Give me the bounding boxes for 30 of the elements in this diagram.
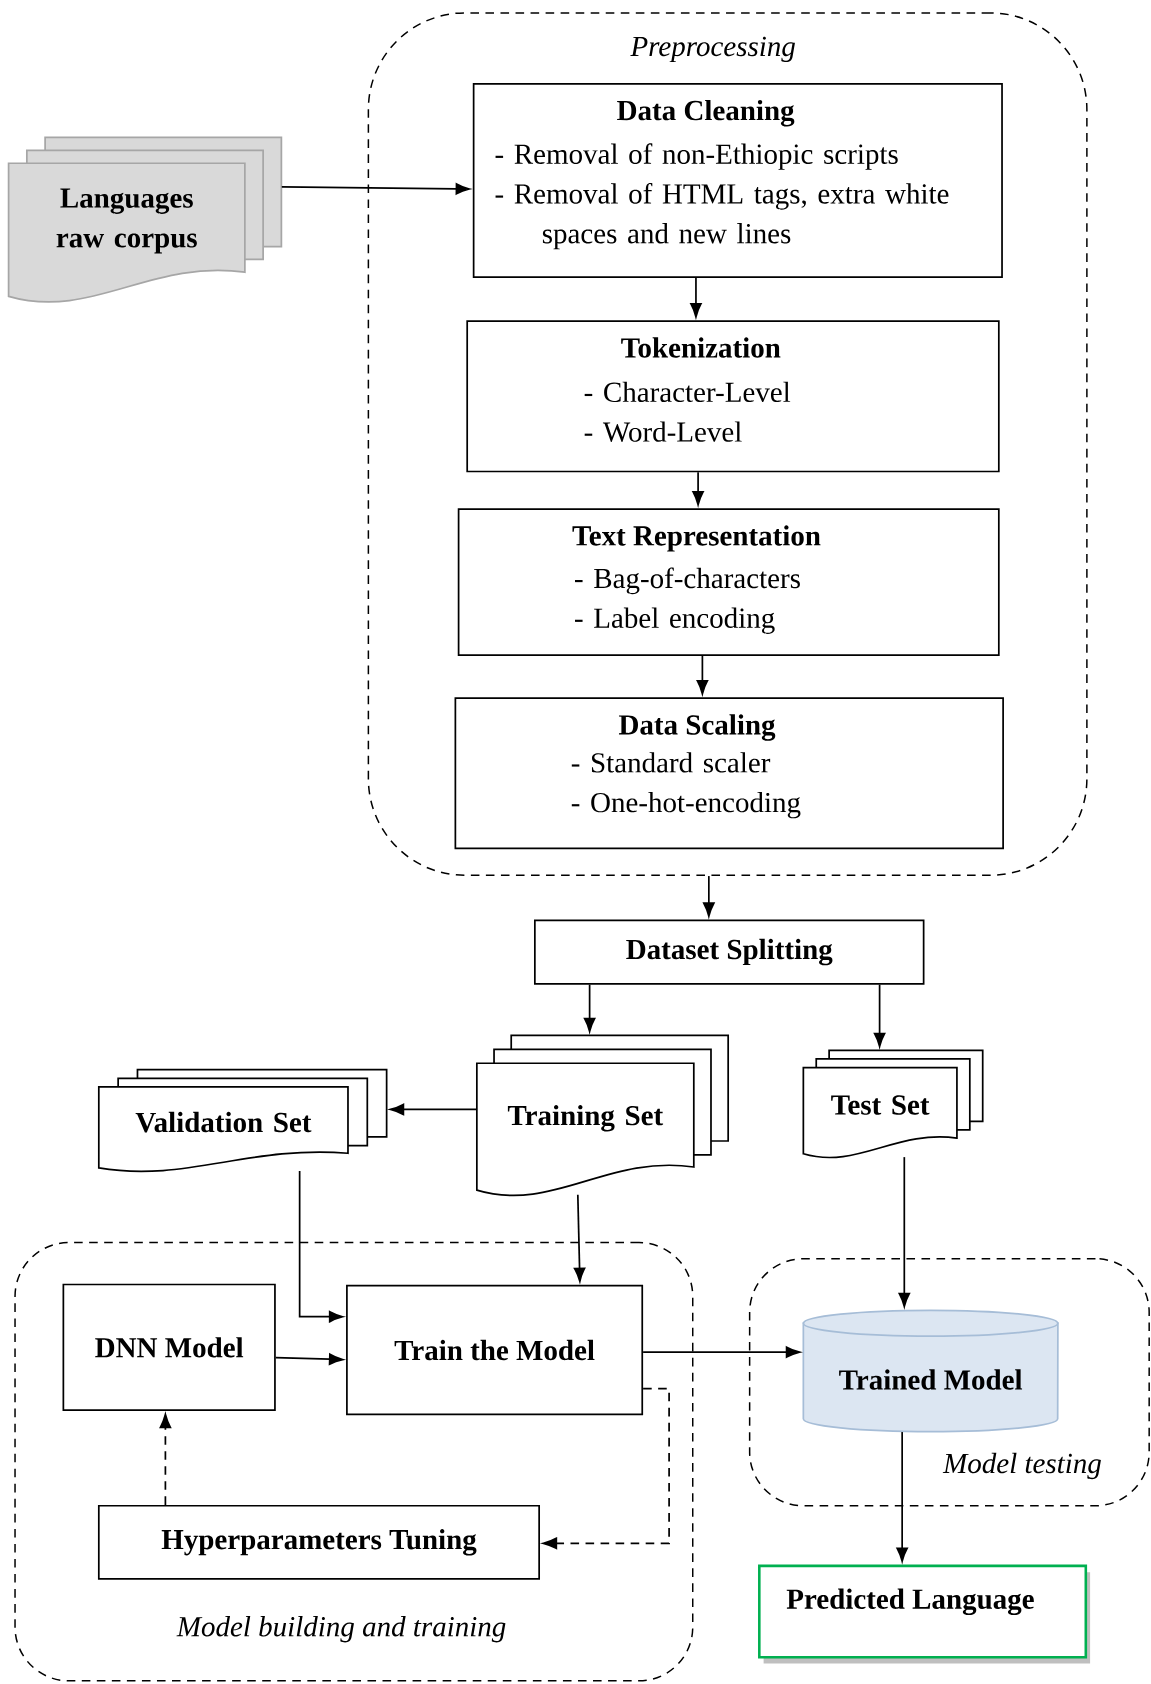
document-stack: Validation Set bbox=[97, 1068, 388, 1173]
document-stack: Test Set bbox=[802, 1049, 984, 1159]
arrow bbox=[389, 1103, 478, 1116]
arrow bbox=[896, 1431, 908, 1562]
arrow bbox=[573, 1193, 586, 1283]
arrow bbox=[692, 471, 704, 506]
process-box: Train the Model bbox=[345, 1284, 643, 1416]
dashed-arrow bbox=[542, 1387, 670, 1550]
process-box: Data Scaling - Standard scaler - One-hot-encoding bbox=[454, 697, 1004, 850]
arrow bbox=[298, 1170, 344, 1323]
arrow bbox=[274, 1353, 344, 1365]
arrow bbox=[280, 183, 470, 195]
document-stack: Training Set bbox=[475, 1034, 729, 1197]
process-box: Tokenization - Character-Level - Word-Level bbox=[466, 320, 1000, 473]
database-cylinder: Trained Model bbox=[802, 1309, 1059, 1433]
process-box: Data Cleaning - Removal of non-Ethiopic scripts - Removal of HTML tags, extra white spaces and new lines bbox=[472, 82, 1003, 278]
process-box: DNN Model bbox=[62, 1283, 276, 1411]
arrow bbox=[702, 875, 715, 917]
dashed-arrow bbox=[159, 1413, 172, 1506]
process-box: Dataset Splitting bbox=[533, 919, 925, 985]
process-box: Text Representation - Bag-of-characters - Label encoding bbox=[457, 508, 1000, 656]
arrow bbox=[642, 1346, 801, 1358]
process-box: Hyperparameters Tuning bbox=[97, 1504, 540, 1580]
arrow bbox=[873, 983, 886, 1048]
arrow bbox=[583, 983, 596, 1033]
arrow bbox=[898, 1156, 910, 1308]
output-box: Predicted Language bbox=[757, 1564, 1090, 1664]
document-stack: Languages raw corpus bbox=[7, 136, 283, 303]
arrow bbox=[696, 655, 709, 695]
arrow bbox=[690, 277, 702, 318]
